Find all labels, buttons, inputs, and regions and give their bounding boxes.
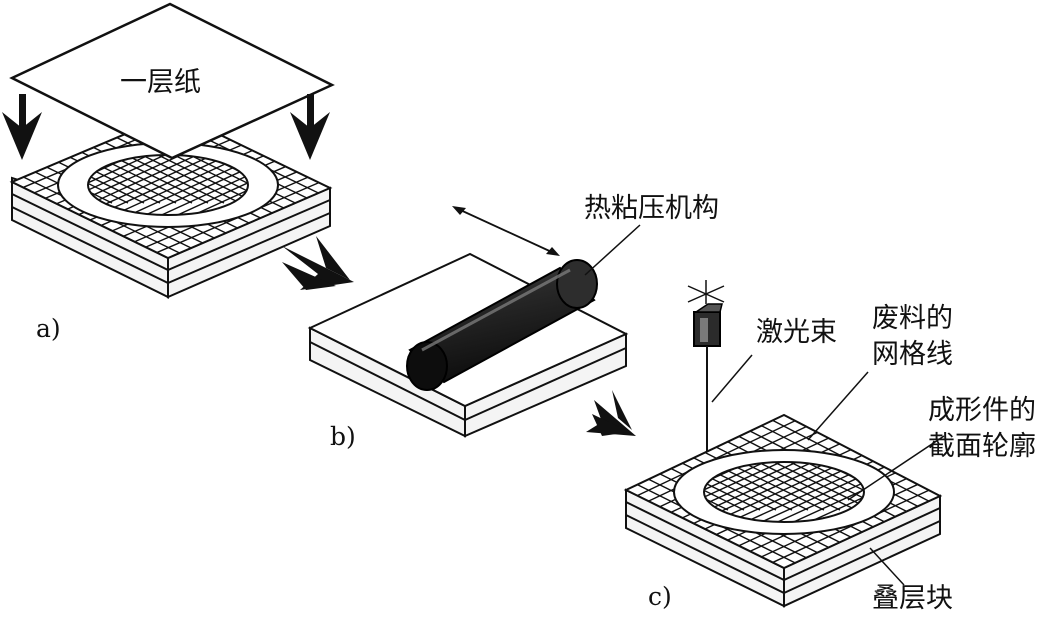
part-grid-c [704, 462, 864, 522]
laminated-block-c [623, 413, 943, 608]
paper-sheet-label: 一层纸 [120, 67, 201, 98]
part-contour-label-line1: 成形件的 [928, 395, 1036, 426]
waste-grid-label-line1: 废料的 [872, 303, 953, 334]
transition-arrow-ab-icon [282, 236, 354, 290]
hot-press-roller [406, 259, 598, 391]
transition-arrow-bc-icon [586, 390, 636, 436]
step-a-label: a) [36, 314, 61, 343]
down-arrow-right-icon [290, 94, 330, 160]
part-grid-a [88, 155, 248, 215]
block-a [9, 111, 333, 299]
paper-sheet [9, 2, 335, 160]
roller-label: 热粘压机构 [584, 193, 719, 224]
motion-arrow-icon [452, 206, 560, 256]
waste-grid-label-line2: 网格线 [872, 339, 953, 370]
step-b-label: b) [330, 422, 356, 451]
waste-grid-leader-line [807, 371, 869, 441]
roller-leader-line [584, 224, 641, 276]
contour-leader-line [847, 435, 945, 501]
laminated-block-label: 叠层块 [872, 583, 953, 614]
part-contour-label-line2: 截面轮廓 [928, 431, 1036, 462]
down-arrow-left-icon [2, 94, 42, 160]
step-c-label: c) [648, 582, 672, 611]
laser-leader-line [711, 354, 753, 403]
laser-beam-label: 激光束 [756, 317, 837, 348]
laser-head [687, 280, 725, 347]
block-leader-line [869, 547, 905, 586]
